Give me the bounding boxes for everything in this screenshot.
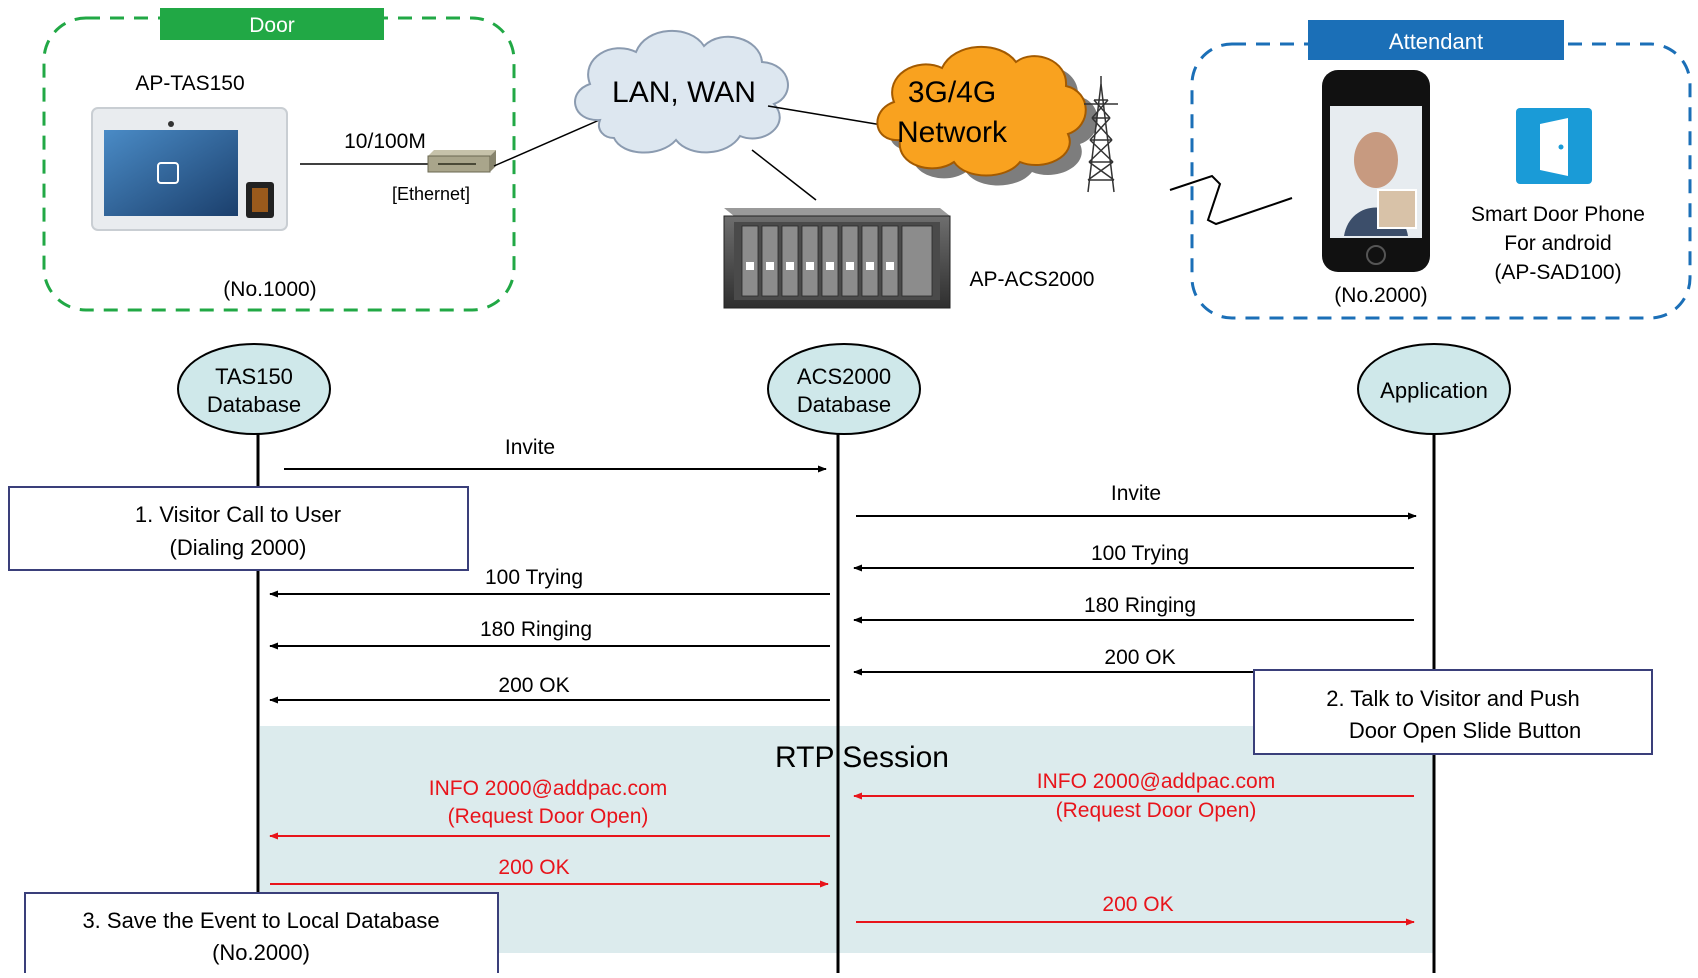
participant-tas150-line1: TAS150 — [215, 364, 293, 389]
participant-application: Application — [1357, 343, 1511, 435]
message-ringing-left: 180 Ringing — [269, 618, 830, 650]
participant-acs2000-line2: Database — [797, 392, 891, 417]
app-name-line2: For android — [1504, 232, 1611, 255]
message-info-left-label-1: INFO 2000@addpac.com — [429, 777, 667, 800]
door-zone: Door — [42, 8, 516, 312]
lan-wan-label: LAN, WAN — [612, 76, 756, 109]
door-app-icon: Smart Door Phone For android (AP-SAD100) — [1471, 108, 1645, 284]
note-step-3-line1: 3. Save the Event to Local Database — [82, 908, 439, 933]
message-trying-left-label: 100 Trying — [485, 566, 583, 589]
message-info-left: INFO 2000@addpac.com (Request Door Open) — [269, 777, 830, 840]
note-step-1-line2: (Dialing 2000) — [170, 535, 307, 560]
lan-to-acs-link — [751, 149, 817, 201]
message-ok-red-right: 200 OK — [856, 893, 1415, 926]
tas150-device: AP-TAS150 (No.1000) — [91, 72, 317, 301]
mobile-network-cloud: 3G/4G Network — [876, 45, 1098, 186]
message-ok-red-left-label: 200 OK — [498, 856, 569, 879]
app-name-line3: (AP-SAD100) — [1494, 261, 1621, 284]
message-ringing-left-label: 180 Ringing — [480, 618, 592, 641]
attendant-zone-title: Attendant — [1389, 29, 1483, 54]
door-zone-title: Door — [249, 14, 295, 37]
acs2000-name: AP-ACS2000 — [970, 268, 1095, 291]
lan-wan-cloud: LAN, WAN — [574, 30, 789, 154]
rtp-session-label: RTP Session — [775, 741, 949, 774]
link-interface: [Ethernet] — [392, 184, 470, 204]
message-ok-right: 200 OK — [853, 646, 1414, 676]
message-trying-right: 100 Trying — [853, 542, 1414, 572]
message-trying-right-label: 100 Trying — [1091, 542, 1189, 565]
message-trying-left: 100 Trying — [269, 566, 830, 598]
wireless-link — [1169, 174, 1293, 226]
message-invite-2: Invite — [856, 482, 1417, 520]
smartphone-device: (No.2000) — [1322, 70, 1430, 307]
ethernet-link: 10/100M [Ethernet] — [300, 117, 605, 204]
note-step-2-line1: 2. Talk to Visitor and Push — [1326, 686, 1580, 711]
note-step-2: 2. Talk to Visitor and Push Door Open Sl… — [1253, 669, 1653, 755]
tas150-number: (No.1000) — [223, 278, 316, 301]
message-ok-left: 200 OK — [269, 674, 830, 704]
message-invite-2-label: Invite — [1111, 482, 1161, 505]
message-info-right: INFO 2000@addpac.com (Request Door Open) — [853, 770, 1414, 822]
message-info-left-label-2: (Request Door Open) — [448, 805, 649, 828]
app-name-line1: Smart Door Phone — [1471, 203, 1645, 226]
lan-to-mobile-link — [767, 105, 889, 127]
message-ringing-right-label: 180 Ringing — [1084, 594, 1196, 617]
attendant-zone: Attendant — [1190, 20, 1692, 320]
participant-application-line1: Application — [1380, 378, 1488, 403]
note-step-1: 1. Visitor Call to User (Dialing 2000) — [8, 486, 469, 571]
phone-number: (No.2000) — [1334, 284, 1427, 307]
participant-acs2000-line1: ACS2000 — [797, 364, 891, 389]
note-step-2-line2: Door Open Slide Button — [1349, 718, 1581, 743]
message-info-right-label-2: (Request Door Open) — [1056, 799, 1257, 822]
message-invite-1: Invite — [284, 436, 827, 473]
note-step-3-line2: (No.2000) — [212, 940, 310, 965]
message-ok-red-left: 200 OK — [270, 856, 829, 888]
note-step-1-line1: 1. Visitor Call to User — [135, 502, 341, 527]
message-ok-red-right-label: 200 OK — [1102, 893, 1173, 916]
radio-tower-icon — [1084, 76, 1118, 193]
message-ok-right-label: 200 OK — [1104, 646, 1175, 669]
acs2000-device: AP-ACS2000 — [723, 208, 1095, 309]
participant-tas150: TAS150 Database — [177, 343, 331, 435]
message-invite-1-label: Invite — [505, 436, 555, 459]
note-step-3: 3. Save the Event to Local Database (No.… — [24, 892, 499, 978]
link-speed: 10/100M — [344, 130, 426, 153]
message-info-right-label-1: INFO 2000@addpac.com — [1037, 770, 1275, 793]
tas150-name: AP-TAS150 — [135, 72, 244, 95]
participant-tas150-line2: Database — [207, 392, 301, 417]
mobile-network-label-1: 3G/4G — [908, 76, 996, 109]
message-ringing-right: 180 Ringing — [853, 594, 1414, 624]
participant-acs2000: ACS2000 Database — [767, 343, 921, 435]
message-ok-left-label: 200 OK — [498, 674, 569, 697]
mobile-network-label-2: Network — [897, 116, 1008, 149]
